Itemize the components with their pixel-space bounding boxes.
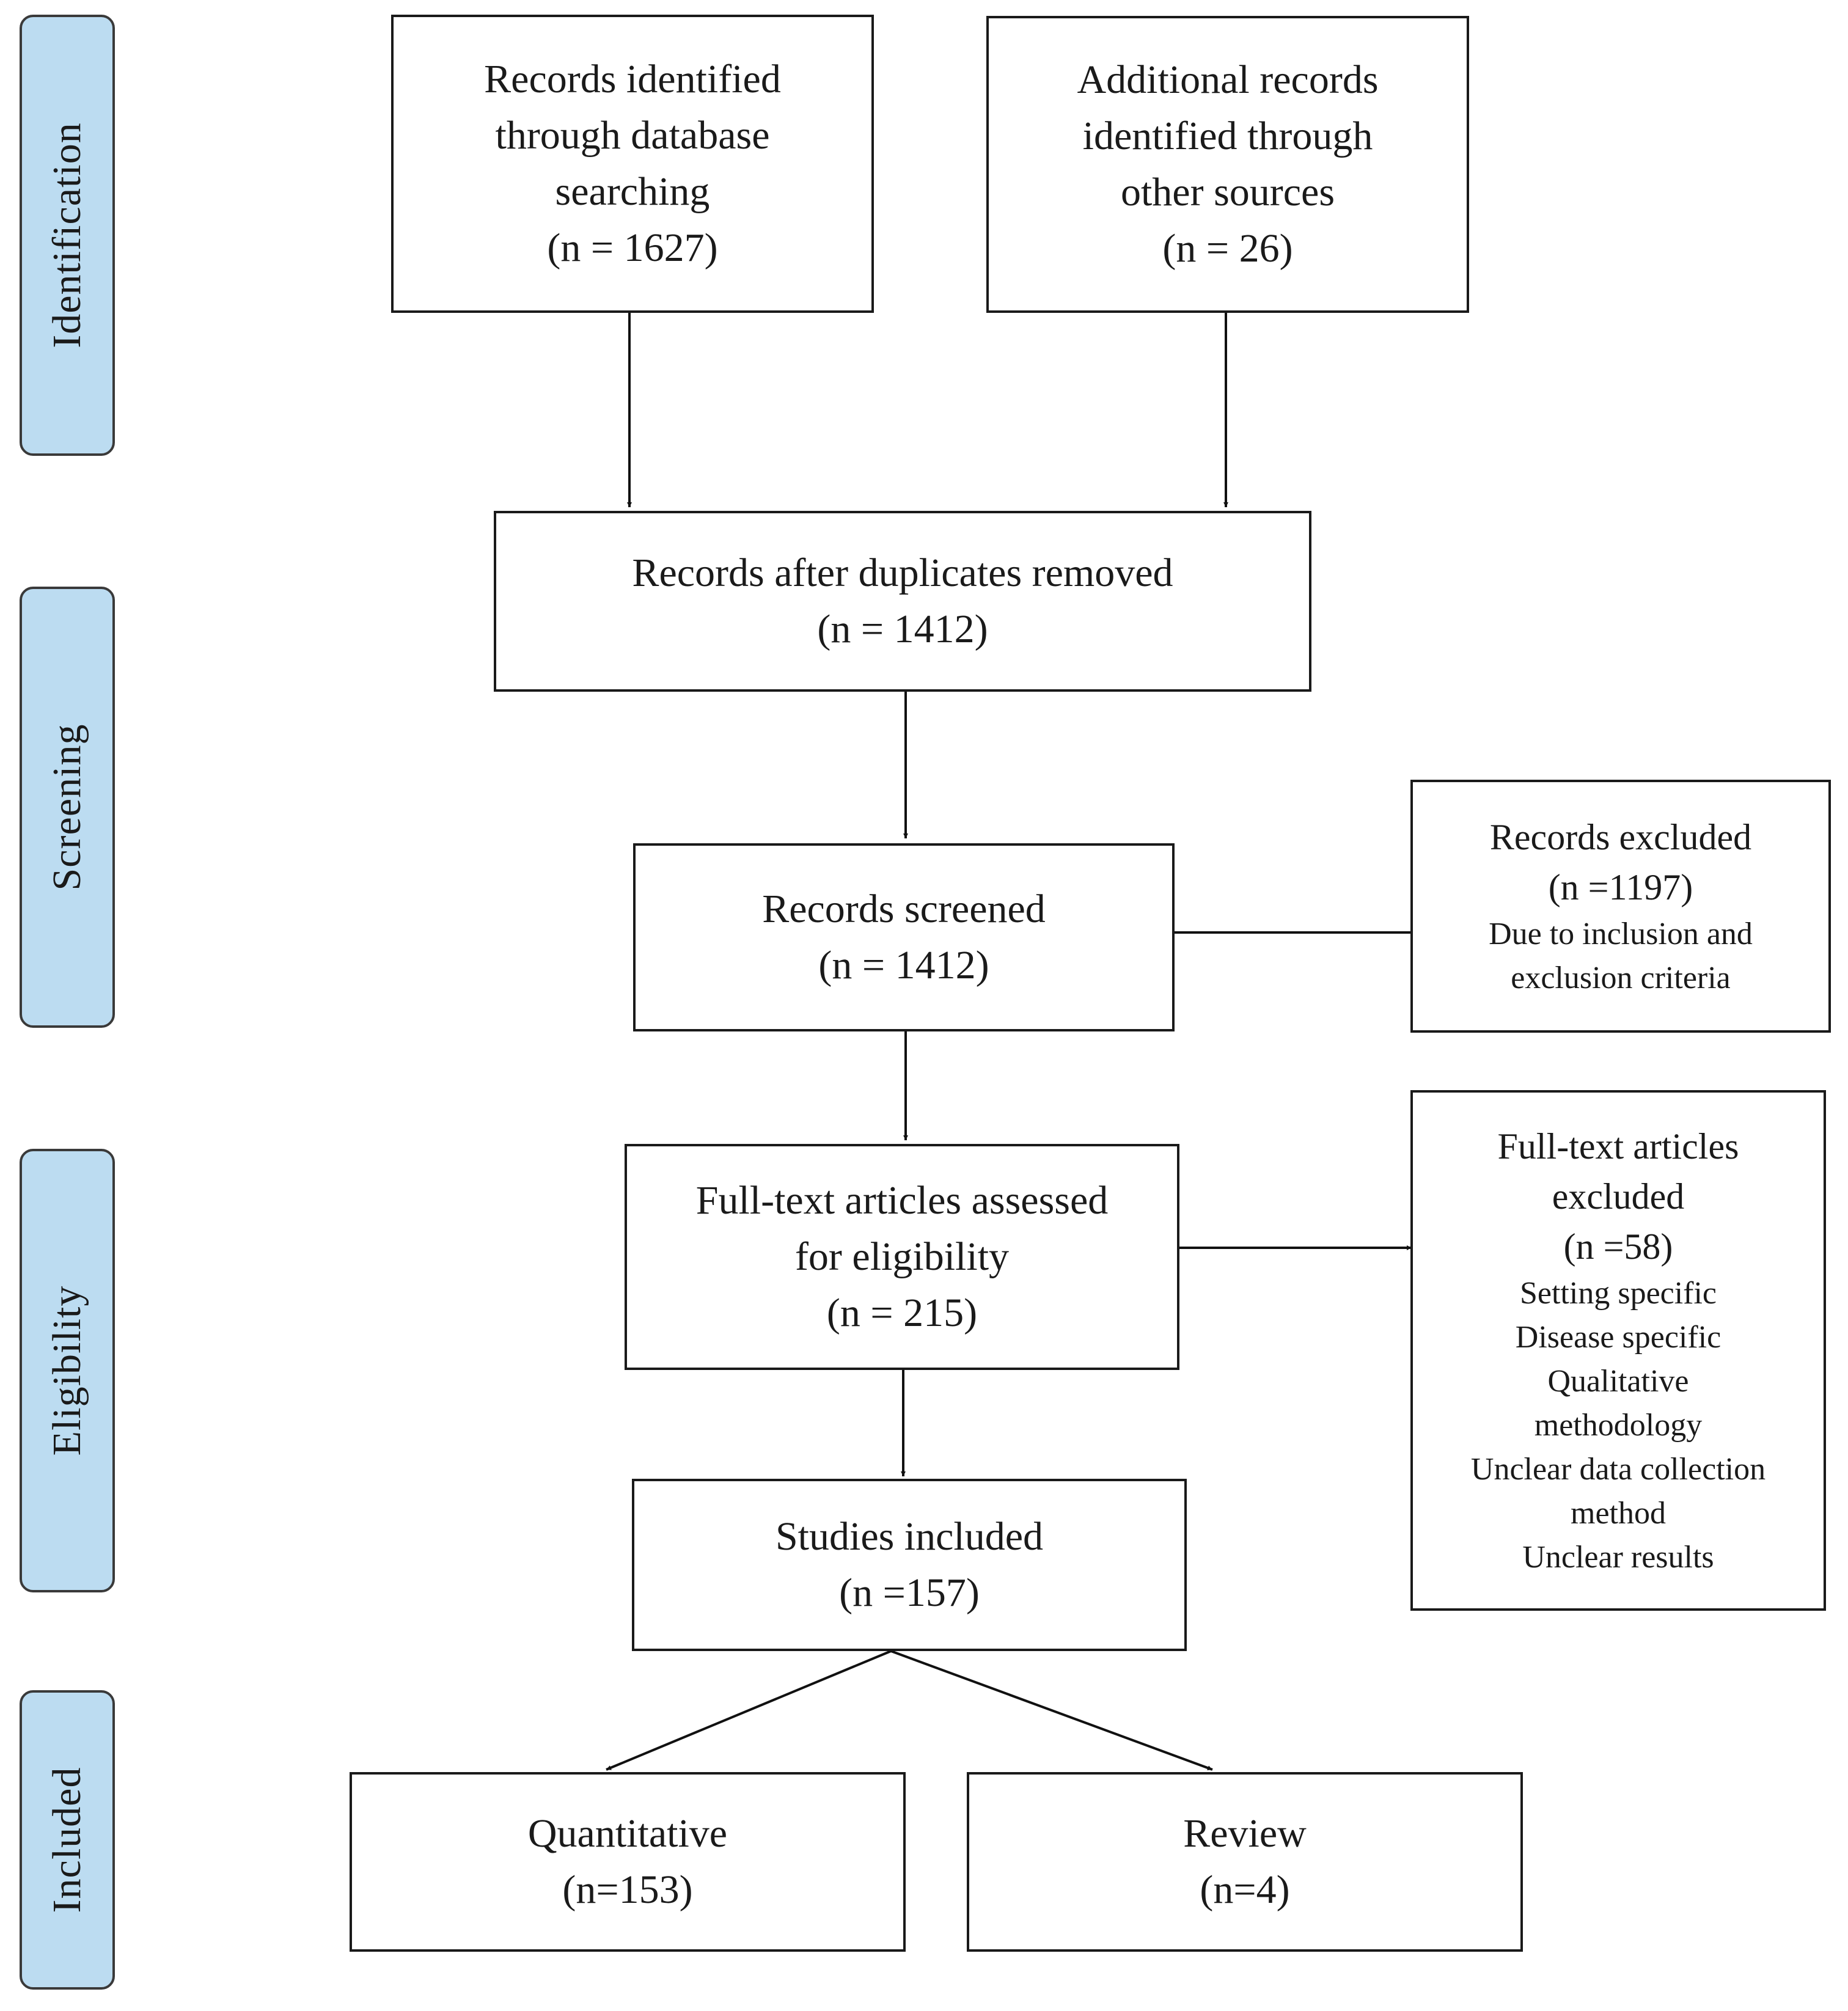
box-included-line-1: Studies included (775, 1514, 1044, 1559)
phase-screening: Screening (20, 587, 115, 1028)
box-studies-included: Studies included (n =157) (632, 1479, 1187, 1651)
box-ft-excluded-reason-7: Unclear results (1522, 1540, 1714, 1575)
phase-identification: Identification (20, 15, 115, 456)
box-database-line-1: Records identified (484, 57, 781, 101)
box-ft-excluded-title-1: Full-text articles (1497, 1126, 1739, 1167)
box-quantitative: Quantitative (n=153) (350, 1772, 906, 1952)
box-screened-line-1: Records screened (762, 887, 1046, 931)
box-fulltext-count: (n = 215) (826, 1291, 978, 1335)
phase-included: Included (20, 1690, 115, 1990)
box-ft-excluded-reason-6: method (1571, 1496, 1666, 1531)
box-ft-excluded-title-2: excluded (1552, 1176, 1685, 1217)
box-full-text-assessed: Full-text articles assessed for eligibil… (625, 1144, 1179, 1370)
box-excluded-reason-1: Due to inclusion and (1489, 917, 1753, 951)
box-database-line-3: searching (555, 169, 710, 214)
box-database-count: (n = 1627) (547, 225, 718, 270)
box-quantitative-line-1: Quantitative (527, 1811, 728, 1856)
box-fulltext-line-1: Full-text articles assessed (695, 1178, 1109, 1223)
box-other-line-2: identified through (1082, 114, 1373, 158)
box-fulltext-line-2: for eligibility (794, 1234, 1010, 1279)
phase-eligibility: Eligibility (20, 1149, 115, 1592)
box-other-line-3: other sources (1120, 170, 1335, 214)
box-ft-excluded-reason-4: methodology (1534, 1408, 1703, 1443)
box-review-count: (n=4) (1200, 1867, 1290, 1912)
box-ft-excluded-reason-1: Setting specific (1519, 1276, 1717, 1311)
box-after-duplicates: Records after duplicates removed (n = 14… (494, 511, 1311, 692)
box-ft-excluded-reason-3: Qualitative (1547, 1364, 1689, 1399)
box-screened-count: (n = 1412) (818, 943, 989, 987)
arrow-included-to-review (890, 1650, 1213, 1771)
box-quantitative-count: (n=153) (562, 1867, 693, 1912)
box-other-sources: Additional records identified through ot… (986, 16, 1469, 313)
box-ft-excluded-reason-2: Disease specific (1515, 1320, 1722, 1355)
box-review-line-1: Review (1183, 1811, 1307, 1856)
box-duplicates-count: (n = 1412) (817, 607, 988, 651)
box-included-count: (n =157) (839, 1570, 980, 1615)
box-other-line-1: Additional records (1077, 57, 1379, 102)
box-other-count: (n = 26) (1162, 226, 1293, 271)
box-review: Review (n=4) (967, 1772, 1523, 1952)
box-database-line-2: through database (495, 113, 770, 158)
box-duplicates-line-1: Records after duplicates removed (632, 551, 1173, 595)
box-full-text-excluded: Full-text articles excluded (n =58) Sett… (1410, 1090, 1826, 1611)
box-excluded-count: (n =1197) (1548, 867, 1693, 907)
box-ft-excluded-reason-5: Unclear data collection (1470, 1452, 1766, 1487)
box-excluded-title: Records excluded (1489, 817, 1752, 857)
box-database-records: Records identified through database sear… (391, 15, 874, 313)
box-excluded-reason-2: exclusion criteria (1511, 961, 1731, 995)
arrow-included-to-quantitative (606, 1650, 892, 1771)
box-records-screened: Records screened (n = 1412) (633, 843, 1175, 1031)
box-ft-excluded-count: (n =58) (1563, 1226, 1673, 1267)
box-records-excluded: Records excluded (n =1197) Due to inclus… (1410, 780, 1831, 1033)
